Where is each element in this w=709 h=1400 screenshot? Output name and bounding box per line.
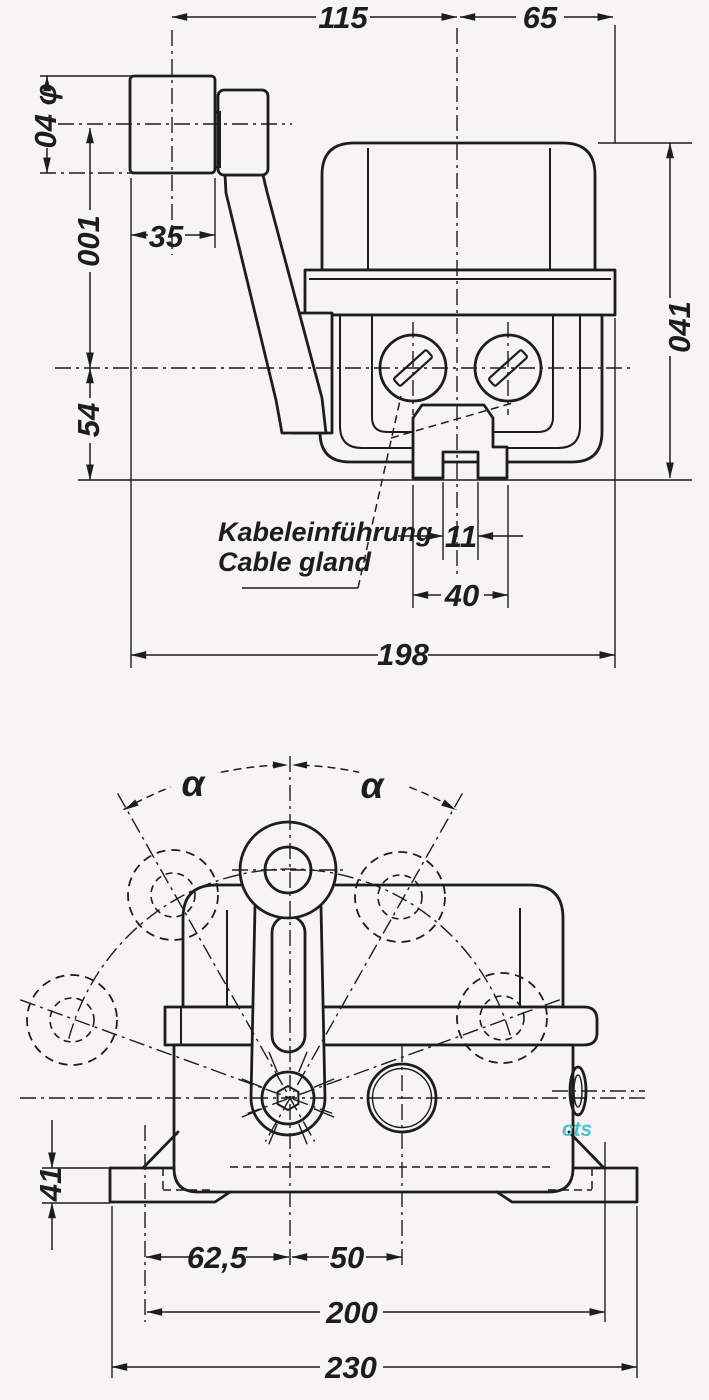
dim-65: 65 — [523, 0, 558, 35]
watermark: cts — [562, 1118, 592, 1141]
dim-phi40: 04 φ — [28, 84, 63, 149]
label-kabeleinfuehrung: Kabeleinführung — [218, 517, 433, 547]
dim-198: 198 — [377, 637, 429, 672]
terminal-block — [411, 403, 509, 480]
dim-50: 50 — [330, 1240, 364, 1275]
dim-115: 115 — [318, 0, 368, 35]
label-cable-gland: Cable gland — [218, 547, 372, 577]
dim-11: 11 — [445, 519, 477, 554]
dim-14: 41 — [33, 1167, 68, 1202]
pivot-spokes — [241, 1051, 335, 1145]
foot-left — [108, 1166, 232, 1204]
dim-62-5: 62,5 — [187, 1240, 248, 1275]
gland-leader-line — [357, 395, 402, 589]
dim-230: 230 — [324, 1350, 377, 1385]
dim-100: 001 — [71, 215, 106, 267]
pivot-hex-nut — [276, 1084, 300, 1112]
gland-slot-right — [488, 349, 528, 387]
dim-35: 35 — [149, 219, 184, 254]
front-view: α α 41 62,5 50 200 230 — [20, 756, 648, 1385]
front-cover — [181, 883, 565, 1009]
mounting-band — [163, 1005, 599, 1047]
dim-alpha-right: α — [361, 765, 386, 806]
dim-45: 54 — [71, 403, 106, 437]
dim-140: 041 — [662, 301, 697, 353]
side-view: 115 65 04 φ 001 35 54 041 11 40 198 Kabe… — [28, 0, 697, 672]
swing-angle-dimension — [123, 761, 457, 811]
housing-cover — [320, 141, 597, 272]
housing-flange — [303, 268, 617, 317]
swing-arc — [68, 868, 512, 1039]
roller-swing-positions — [26, 849, 548, 1066]
dim-alpha-left: α — [182, 763, 207, 804]
dim-200: 200 — [325, 1295, 378, 1330]
foot-right — [495, 1166, 639, 1204]
lever-clamp — [216, 88, 270, 177]
dim-40: 40 — [444, 578, 479, 613]
